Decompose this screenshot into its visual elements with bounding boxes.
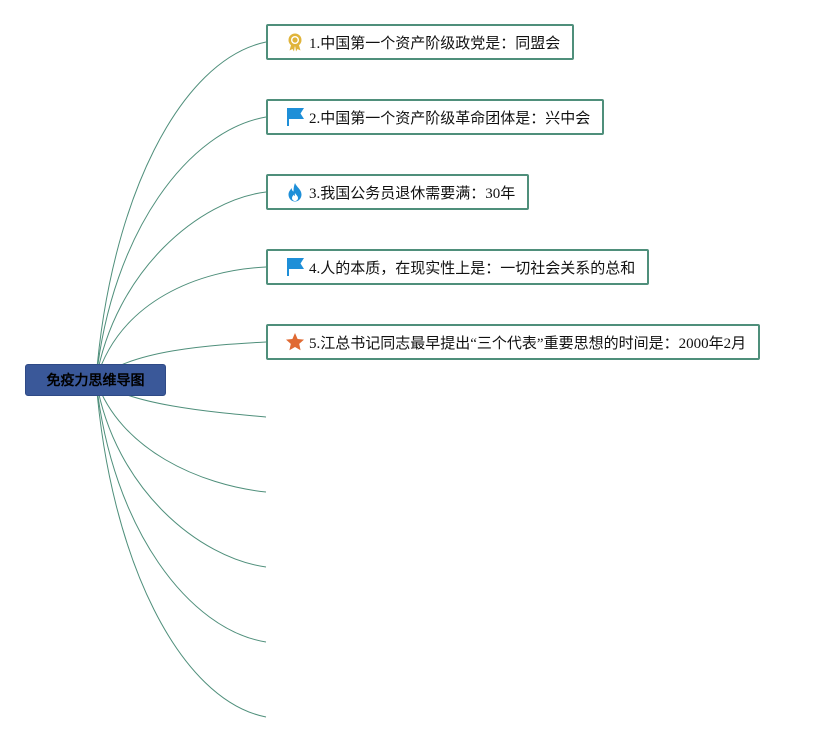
flag-icon	[285, 107, 305, 127]
topic-5-label: 5.江总书记同志最早提出“三个代表”重要思想的时间是：2000年2月	[309, 335, 747, 352]
flag-icon	[285, 257, 305, 277]
award-ribbon-icon	[285, 32, 305, 52]
topic-4-label: 4.人的本质，在现实性上是：一切社会关系的总和	[309, 260, 636, 277]
star-icon	[285, 332, 305, 352]
root-topic-label: 免疫力思维导图	[46, 373, 145, 389]
connector-line	[95, 116, 267, 381]
connector-line	[95, 41, 267, 381]
topic-3-label: 3.我国公务员退休需要满：30年	[309, 185, 516, 202]
root-topic[interactable]: 免疫力思维导图	[25, 364, 166, 396]
connector-line	[95, 266, 267, 381]
topic-2-label: 2.中国第一个资产阶级革命团体是：兴中会	[309, 110, 591, 127]
topic-3[interactable]: 3.我国公务员退休需要满：30年	[266, 174, 530, 210]
topic-5[interactable]: 5.江总书记同志最早提出“三个代表”重要思想的时间是：2000年2月	[266, 324, 761, 360]
connector-line	[95, 379, 267, 493]
topic-1[interactable]: 1.中国第一个资产阶级政党是：同盟会	[266, 24, 575, 60]
connector-line	[95, 379, 267, 718]
connector-line	[95, 191, 267, 381]
topic-4[interactable]: 4.人的本质，在现实性上是：一切社会关系的总和	[266, 249, 650, 285]
connector-line	[95, 379, 267, 643]
topic-1-label: 1.中国第一个资产阶级政党是：同盟会	[309, 35, 561, 52]
flame-icon	[285, 182, 305, 202]
topic-2[interactable]: 2.中国第一个资产阶级革命团体是：兴中会	[266, 99, 605, 135]
connector-line	[95, 379, 267, 568]
